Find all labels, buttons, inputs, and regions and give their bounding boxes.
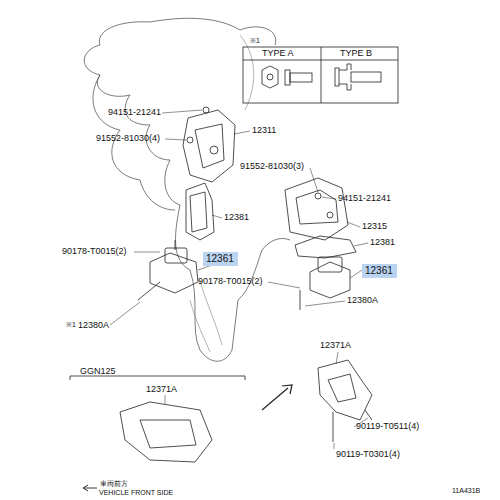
part-number: TYPE A: [262, 48, 294, 59]
part-number: 91552-81030(3): [240, 161, 304, 172]
mount-12361-right: [300, 257, 350, 310]
part-number: 94151-21241: [338, 193, 391, 204]
part-number: 12381: [370, 237, 395, 248]
part-number: ※1: [250, 36, 260, 45]
direction-note: 車両前方: [100, 479, 128, 490]
highlight-box: 12361: [362, 264, 397, 278]
leader-lines: [110, 110, 368, 449]
part-number: 12381: [224, 212, 249, 223]
part-number: 90178-T0015(2): [198, 276, 263, 287]
part-number: 12371A: [320, 340, 351, 351]
engine-outline: [84, 18, 290, 361]
front-arrow: [83, 485, 97, 491]
part-number: 12315: [362, 221, 387, 232]
part-number: 90119-T0511(4): [356, 421, 419, 432]
view-arrow: [262, 385, 292, 410]
part-number: 94151-21241: [108, 107, 161, 118]
variant-bracket: [70, 376, 245, 380]
part-number: TYPE B: [340, 48, 372, 59]
type-table-rule: [243, 60, 398, 61]
type-table-rule: [321, 47, 322, 103]
part-number: 12380A: [347, 295, 378, 306]
direction-note: VEHICLE FRONT SIDE: [99, 488, 173, 497]
part-number: 12380A: [78, 320, 109, 331]
engine-detail: [190, 35, 254, 352]
part-number: 12361: [203, 252, 238, 266]
bolt-type-a: [262, 66, 312, 88]
highlight-box: 12361: [203, 252, 238, 266]
part-number: 12361: [362, 264, 397, 278]
part-number: GGN125: [80, 366, 116, 377]
insulator-12381: [186, 183, 214, 240]
figure-code: 11A431B: [452, 486, 480, 495]
mount-12361-left: [138, 240, 198, 300]
part-number: ※1: [66, 320, 76, 329]
part-number: 12311: [252, 125, 276, 136]
bolt-type-b: [335, 64, 381, 90]
type-table: [243, 47, 398, 103]
bracket-12311: [183, 107, 235, 182]
bracket-12371a-left: [120, 402, 212, 462]
insulator-12381-right: [295, 236, 356, 258]
part-number: 91552-81030(4): [96, 133, 160, 144]
part-number: 12371A: [146, 384, 177, 395]
part-number: 90178-T0015(2): [62, 246, 127, 257]
part-number: 90119-T0301(4): [336, 449, 400, 460]
